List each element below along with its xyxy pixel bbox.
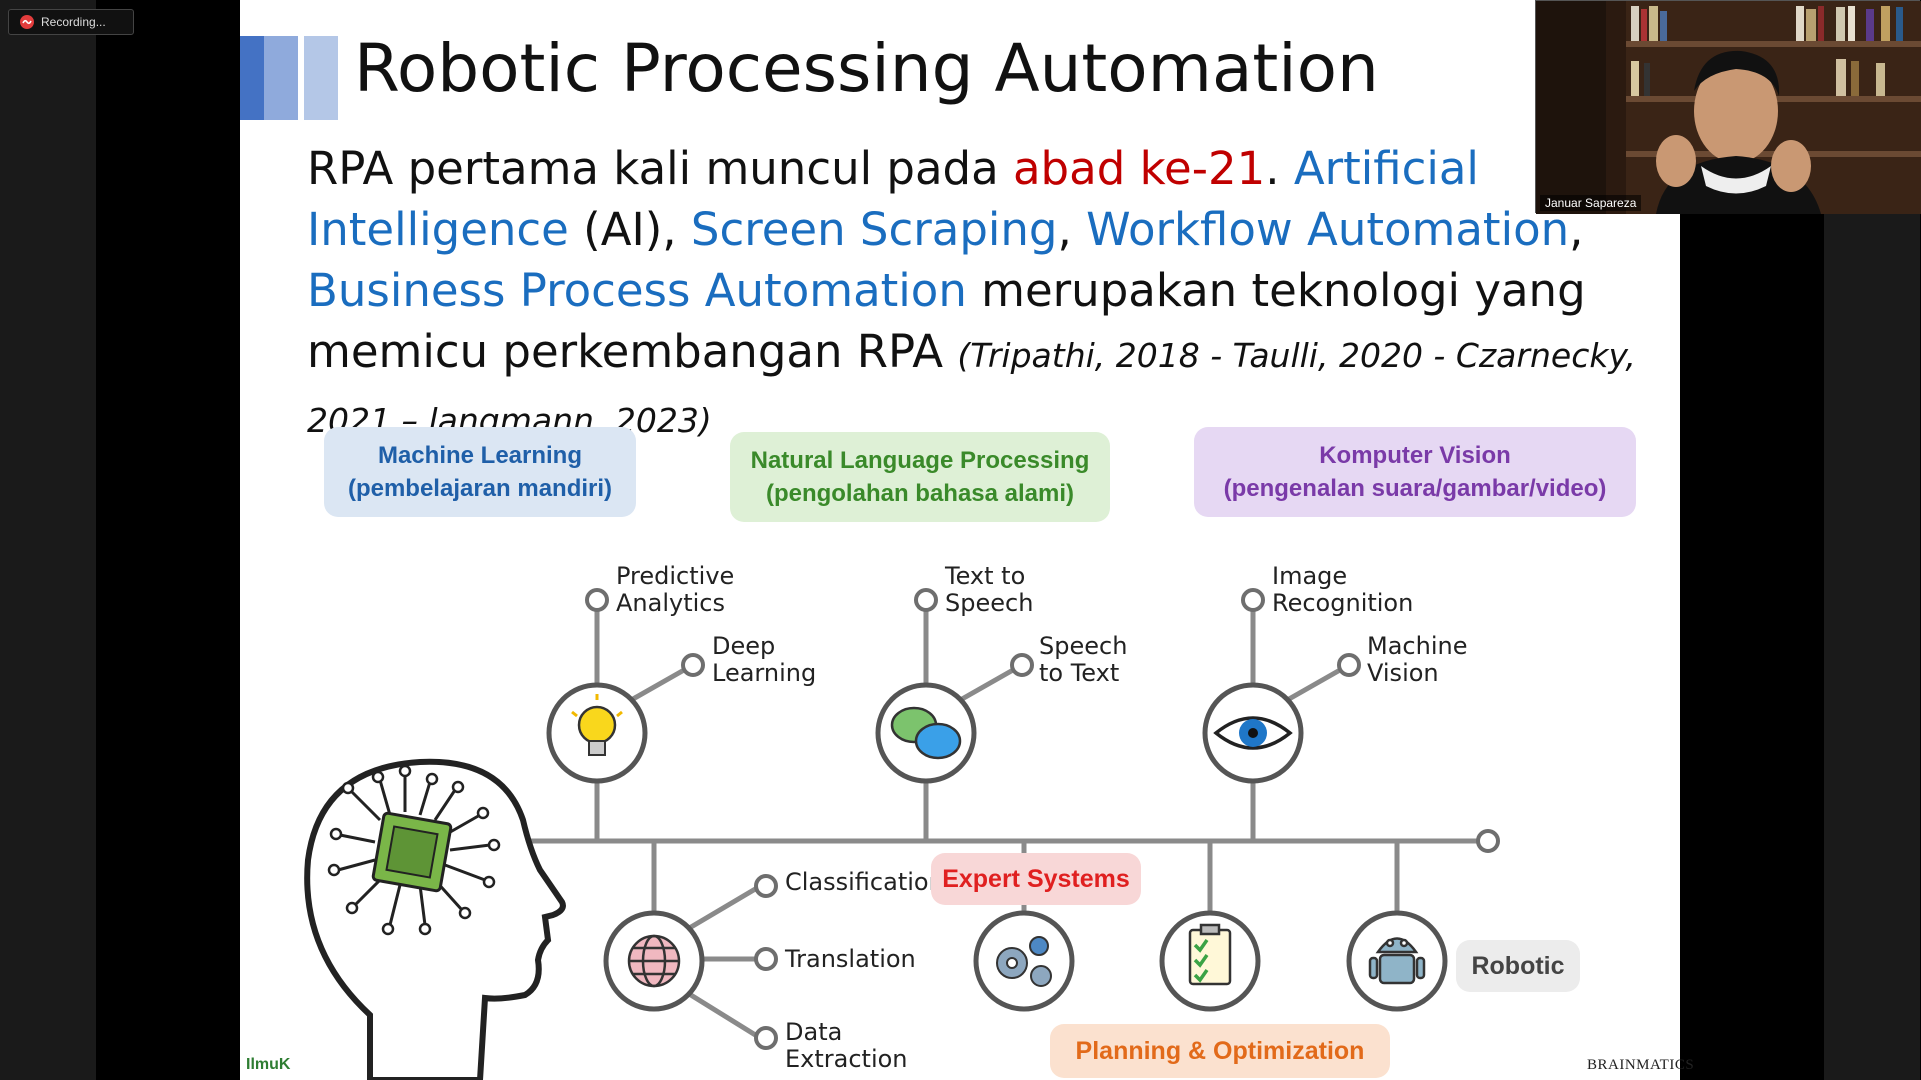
- label-image-recognition: Image Recognition: [1272, 562, 1414, 617]
- robot-icon: [1368, 937, 1426, 985]
- para-text: merupakan teknologi yang memicu perkemba…: [307, 264, 1586, 378]
- pill-machine-learning: Machine Learning (pembelajaran mandiri): [324, 427, 636, 517]
- pill-nlp-title: Natural Language Processing: [750, 447, 1090, 474]
- pill-ml-subtitle: (pembelajaran mandiri): [347, 475, 613, 502]
- para-text: (AI),: [568, 203, 691, 256]
- label-data-extraction: Data Extraction: [785, 1018, 908, 1073]
- para-term-screen-scraping: Screen Scraping: [690, 203, 1058, 256]
- checklist-icon: [1188, 923, 1232, 986]
- globe-icon: [627, 934, 681, 988]
- para-term-ai: Artificial Intelligence: [307, 142, 1479, 256]
- webcam-thumbnail[interactable]: Januar Sapareza: [1535, 0, 1921, 214]
- accent-bar-3: [304, 36, 338, 120]
- recording-indicator[interactable]: Recording...: [8, 9, 134, 35]
- label-translation: Translation: [785, 945, 916, 973]
- label-deep-learning: Deep Learning: [712, 632, 817, 687]
- label-predictive-analytics: Predictive Analytics: [616, 562, 735, 617]
- accent-bar-2: [264, 36, 298, 120]
- record-icon: [20, 15, 34, 29]
- gears-icon: [996, 936, 1052, 987]
- para-text: ,: [1057, 203, 1087, 256]
- left-black-margin: [0, 0, 96, 1080]
- footer-logo-right: BRAINMATICS: [1587, 1057, 1695, 1073]
- webcam-video-frame: [1536, 1, 1921, 214]
- pill-robotic: Robotic: [1456, 940, 1580, 992]
- para-text: RPA pertama kali muncul pada: [307, 142, 1013, 195]
- label-speech-to-text: Speech to Text: [1039, 632, 1128, 687]
- node-dot: [585, 588, 609, 612]
- label-text-to-speech: Text to Speech: [945, 562, 1034, 617]
- ai-tree-diagram: [304, 588, 1500, 1080]
- pill-planning-label: Planning & Optimization: [1075, 1036, 1365, 1065]
- presentation-slide: Robotic Processing Automation RPA pertam…: [240, 0, 1694, 1080]
- pill-robotic-label: Robotic: [1471, 951, 1565, 980]
- pill-cv-title: Komputer Vision: [1319, 442, 1511, 469]
- slide-title: Robotic Processing Automation: [354, 30, 1379, 107]
- para-term-bpa: Business Process Automation: [307, 264, 967, 317]
- pill-nlp: Natural Language Processing (pengolahan …: [730, 432, 1110, 522]
- label-classification: Classification: [785, 868, 944, 896]
- pill-computer-vision: Komputer Vision (pengenalan suara/gambar…: [1194, 427, 1636, 517]
- para-text: .: [1265, 142, 1294, 195]
- lightbulb-icon: [571, 694, 623, 756]
- para-highlight-century: abad ke-21: [1012, 142, 1266, 195]
- label-machine-vision: Machine Vision: [1367, 632, 1468, 687]
- eye-icon: [1213, 716, 1293, 750]
- pill-ml-title: Machine Learning: [377, 442, 583, 469]
- webcam-participant-name: Januar Sapareza: [1540, 195, 1642, 211]
- pill-nlp-subtitle: (pengolahan bahasa alami): [765, 480, 1075, 507]
- pill-expert-systems: Expert Systems: [931, 853, 1141, 905]
- para-term-workflow: Workflow Automation: [1086, 203, 1570, 256]
- pill-planning-optimization: Planning & Optimization: [1050, 1024, 1390, 1078]
- speech-bubbles-icon: [890, 706, 962, 760]
- intro-paragraph: RPA pertama kali muncul pada abad ke-21.…: [307, 138, 1637, 451]
- para-text: ,: [1569, 203, 1584, 256]
- brain-chip-icon: [304, 758, 566, 1080]
- footer-logo-left: IlmuK: [246, 1056, 291, 1073]
- recording-label: Recording...: [41, 15, 106, 29]
- pill-cv-subtitle: (pengenalan suara/gambar/video): [1223, 475, 1607, 502]
- pill-expert-label: Expert Systems: [942, 864, 1130, 893]
